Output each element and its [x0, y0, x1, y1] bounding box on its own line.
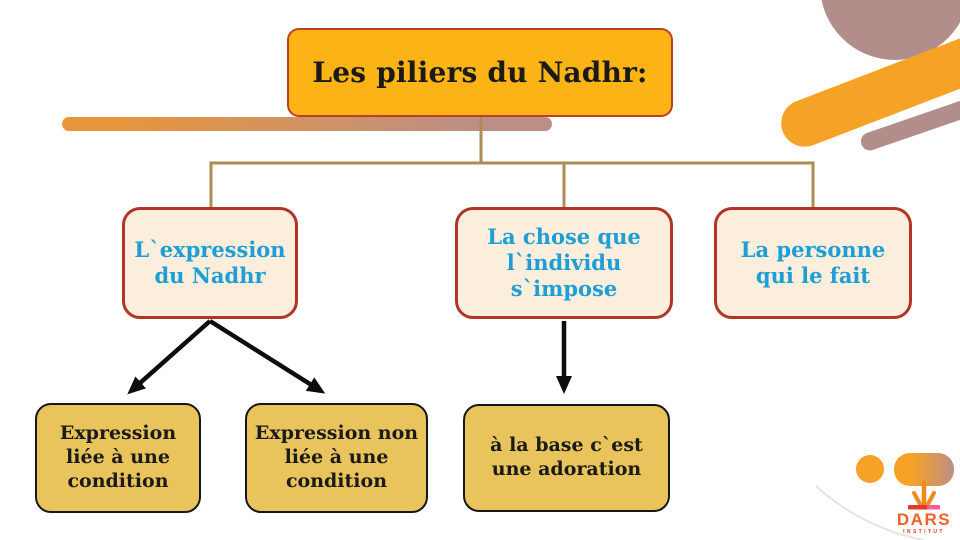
branch-node-expression: L`expression du Nadhr — [122, 207, 298, 319]
leaf-node-expression-non-liee: Expression non liée à une condition — [245, 403, 428, 513]
dars-logo-tagline-text: INSTITUT — [903, 529, 945, 535]
root-node-label: Les piliers du Nadhr: — [312, 56, 648, 89]
decor-small-capsule-icon — [894, 453, 954, 486]
decor-underline-bar — [62, 117, 552, 131]
leaf-node-label: Expression non liée à une condition — [254, 422, 419, 492]
dars-logo-mark-icon — [908, 480, 940, 510]
branch-node-personne: La personne qui le fait — [714, 207, 912, 319]
root-node: Les piliers du Nadhr: — [287, 28, 673, 117]
leaf-node-label: à la base c`est une adoration — [490, 434, 643, 480]
dars-logo: DARS INSTITUT — [893, 480, 955, 538]
leaf-node-adoration: à la base c`est une adoration — [463, 404, 670, 512]
branch-node-chose: La chose que l`individu s`impose — [455, 207, 673, 319]
branch-node-label: La chose que l`individu s`impose — [487, 223, 641, 302]
dars-logo-brand-text: DARS — [896, 510, 952, 529]
branch-node-label: L`expression du Nadhr — [134, 236, 286, 288]
decor-dot-icon — [856, 455, 884, 483]
leaf-node-label: Expression liée à une condition — [59, 422, 177, 492]
branch-node-label: La personne qui le fait — [740, 236, 886, 288]
leaf-node-expression-liee: Expression liée à une condition — [35, 403, 201, 513]
